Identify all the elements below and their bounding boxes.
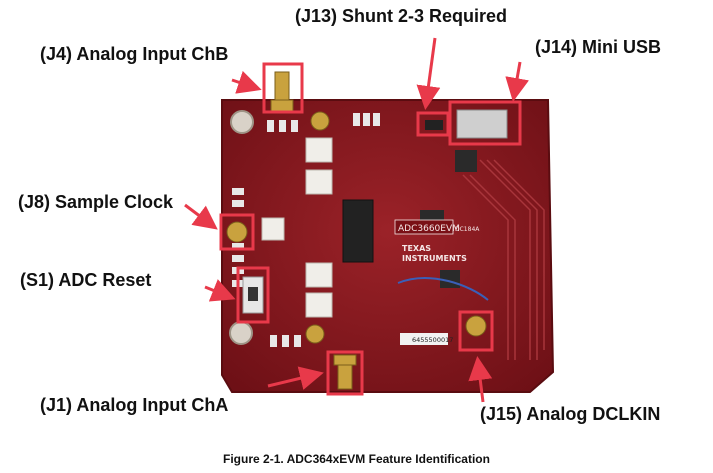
mounting-hole (229, 321, 253, 345)
label-j14: (J14) Mini USB (535, 37, 662, 57)
jumper-j13 (425, 120, 443, 130)
board-model: ADC3660EVM (398, 224, 460, 234)
label-j1: (J1) Analog Input ChA (40, 395, 229, 415)
highlight-j1 (326, 350, 364, 396)
sma-connector-j15 (465, 315, 487, 337)
highlight-j4 (262, 62, 304, 114)
highlight-j14 (448, 100, 522, 146)
board-serial: 6455500017 (412, 336, 453, 344)
highlight-s1 (236, 266, 270, 324)
sma-connector-top (310, 111, 330, 131)
highlight-boxes (219, 62, 522, 396)
label-s1: (S1) ADC Reset (20, 270, 152, 290)
transformer-blocks (261, 137, 333, 318)
callout-arrows (184, 37, 529, 403)
usb-ic (455, 150, 477, 172)
serial-sticker (400, 333, 448, 345)
sma-connector-mid (305, 324, 325, 344)
sma-connector-j8 (226, 221, 248, 243)
sma-connector-j4 (270, 71, 294, 113)
adc-chip (342, 199, 374, 263)
highlight-j15 (458, 310, 494, 352)
label-j13: (J13) Shunt 2-3 Required (295, 6, 508, 26)
label-j15: (J15) Analog DCLKIN (480, 404, 661, 424)
label-j8: (J8) Sample Clock (18, 192, 174, 212)
brand-line-1: TEXAS (402, 244, 431, 253)
mini-usb-connector (456, 109, 508, 139)
highlight-j8 (219, 213, 255, 251)
highlight-j13 (416, 111, 450, 137)
figure-caption: Figure 2-1. ADC364xEVM Feature Identific… (223, 452, 490, 466)
brand-line-2: INSTRUMENTS (402, 254, 467, 263)
mounting-hole (230, 110, 254, 134)
board-code: DC184A (455, 226, 480, 233)
jumper-wire (397, 277, 489, 301)
label-j4: (J4) Analog Input ChB (40, 44, 229, 64)
trace-pattern (462, 159, 545, 360)
sma-connector-j1 (333, 354, 357, 390)
